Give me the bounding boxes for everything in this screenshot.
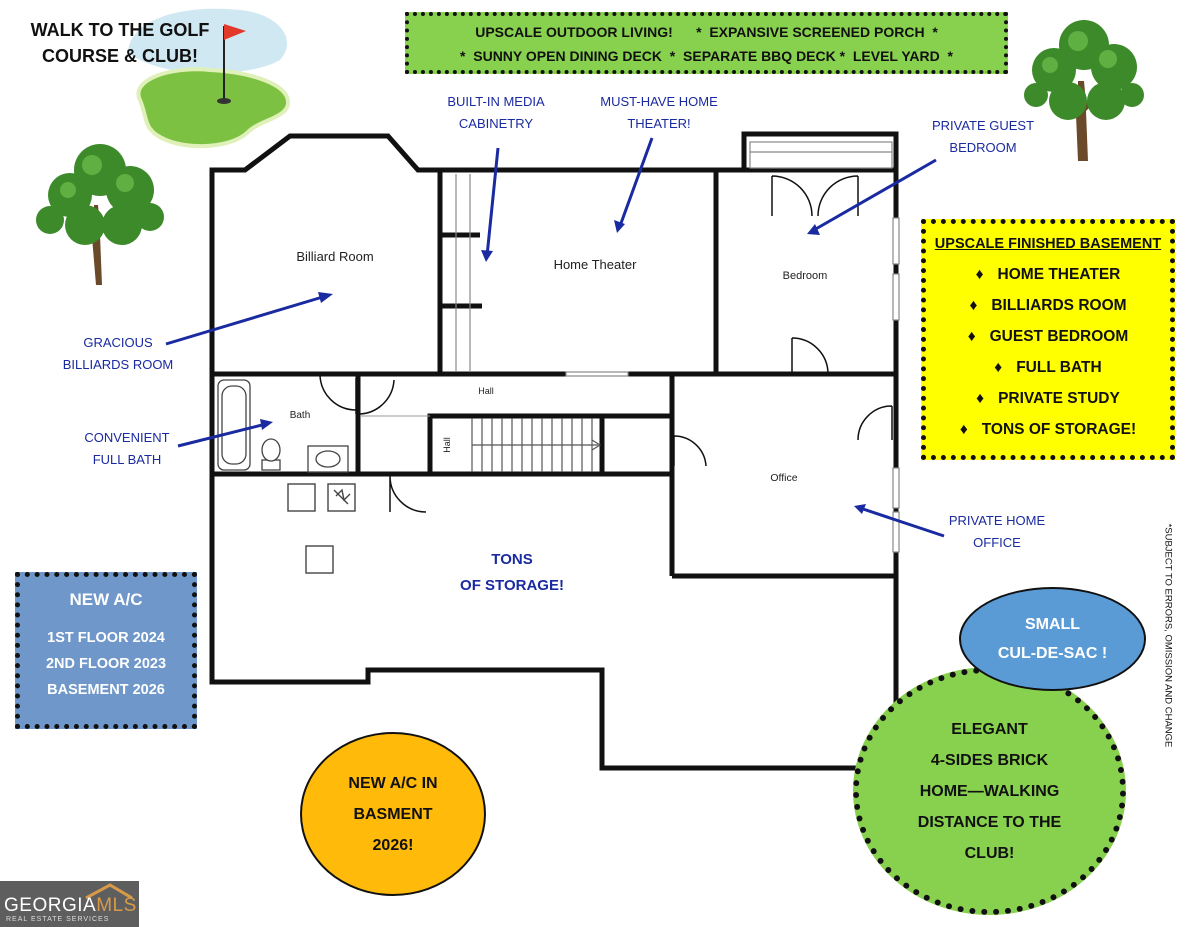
brick-home-line: CLUB! [964,844,1015,862]
callout-billiards-line1: GRACIOUS [83,335,153,350]
new-ac-line: 2ND FLOOR 2023 [45,656,167,672]
callout-home-office-line2: OFFICE [973,535,1021,550]
brick-home-line: DISTANCE TO THE [917,813,1062,831]
basement-features-box: UPSCALE FINISHED BASEMENT ♦ HOME THEATER … [921,219,1175,460]
cul-de-sac-line2: CUL-DE-SAC ! [997,645,1108,662]
callout-billiards: GRACIOUS BILLIARDS ROOM [52,332,184,376]
basement-feature-text: BILLIARDS ROOM [991,297,1127,314]
callout-full-bath-line2: FULL BATH [92,452,162,467]
callout-home-theater: MUST-HAVE HOME THEATER! [586,91,732,135]
new-ac-line: BASEMENT 2026 [47,682,165,698]
room-label-bedroom: Bedroom [782,270,828,282]
callout-guest-bedroom-line2: BEDROOM [949,140,1017,155]
callout-home-theater-line2: THEATER! [627,116,691,131]
golf-caption-line1: WALK TO THE GOLF [30,20,210,40]
basement-feature-text: GUEST BEDROOM [989,328,1129,345]
basement-features-title: UPSCALE FINISHED BASEMENT [934,236,1162,252]
logo-brand-a: GEORGIA [4,895,97,916]
callout-full-bath-line1: CONVENIENT [84,430,170,445]
storage-line1: TONS [491,551,533,568]
brick-home-line: ELEGANT [951,720,1028,738]
outdoor-living-line1: UPSCALE OUTDOOR LIVING! * EXPANSIVE SCRE… [475,24,938,40]
brick-home-line: HOME—WALKING [919,782,1060,800]
callout-media-cabinetry-line2: CABINETRY [458,116,534,131]
storage-line2: OF STORAGE! [460,577,564,594]
bullet-icon: ♦ [969,297,978,314]
callout-guest-bedroom: PRIVATE GUEST BEDROOM [920,115,1046,159]
callout-home-office-line1: PRIVATE HOME [948,513,1046,528]
brick-home-circle: ELEGANT 4-SIDES BRICK HOME—WALKING DISTA… [853,667,1126,915]
bullet-icon: ♦ [975,266,984,283]
callout-billiards-line2: BILLIARDS ROOM [62,357,174,372]
new-ac-lines: 1ST FLOOR 2024 2ND FLOOR 2023 BASEMENT 2… [20,625,192,703]
ac-basement-line2: BASMENT [353,805,433,823]
logo-subtitle: REAL ESTATE SERVICES [6,916,110,923]
callout-media-cabinetry: BUILT-IN MEDIA CABINETRY [428,91,564,135]
room-label-hall-vertical: Hall [442,437,452,453]
room-label-hall: Hall [478,386,494,396]
tree-icon [36,144,164,285]
basement-feature-text: FULL BATH [1016,359,1102,376]
outdoor-living-line2: * SUNNY OPEN DINING DECK * SEPARATE BBQ … [460,48,953,64]
outer-wall [209,131,899,771]
tree-icon [1024,20,1144,161]
room-label-storage: TONS OF STORAGE! [430,547,594,599]
basement-features-list: ♦ HOME THEATER ♦ BILLIARDS ROOM ♦ GUEST BED… [926,259,1170,445]
cul-de-sac-ellipse: SMALL CUL-DE-SAC ! [959,587,1146,691]
ac-basement-line1: NEW A/C IN [348,774,438,792]
basement-feature-item: ♦ TONS OF STORAGE! [926,414,1170,445]
callout-home-office: PRIVATE HOME OFFICE [930,510,1064,554]
basement-feature-item: ♦ PRIVATE STUDY [926,383,1170,414]
georgia-mls-logo: GEORGIAMLS REAL ESTATE SERVICES [0,881,139,927]
bullet-icon: ♦ [994,359,1003,376]
disclaimer-text: *SUBJECT TO ERRORS, OMISSION AND CHANGE [1162,523,1174,748]
callout-home-theater-line1: MUST-HAVE HOME [600,94,718,109]
new-ac-box: NEW A/C 1ST FLOOR 2024 2ND FLOOR 2023 BA… [15,572,197,729]
callout-media-cabinetry-line1: BUILT-IN MEDIA [447,94,545,109]
cul-de-sac-line1: SMALL [1024,616,1081,633]
room-label-theater: Home Theater [553,257,637,272]
room-label-billiard: Billiard Room [296,249,374,264]
golf-caption-line2: COURSE & CLUB! [42,46,198,66]
bullet-icon: ♦ [976,390,985,407]
new-ac-title: NEW A/C [69,590,143,609]
bullet-icon: ♦ [967,328,976,345]
basement-feature-item: ♦ HOME THEATER [926,259,1170,290]
basement-feature-item: ♦ BILLIARDS ROOM [926,290,1170,321]
callout-guest-bedroom-line1: PRIVATE GUEST [931,118,1035,133]
basement-feature-text: PRIVATE STUDY [998,390,1120,407]
basement-feature-item: ♦ GUEST BEDROOM [926,321,1170,352]
basement-feature-text: TONS OF STORAGE! [981,421,1137,438]
ac-basement-ellipse: NEW A/C IN BASMENT 2026! [300,732,486,896]
brick-home-line: 4-SIDES BRICK [930,751,1049,769]
logo-brand-b: MLS [96,895,137,916]
bullet-icon: ♦ [959,421,968,438]
room-label-office: Office [770,472,798,484]
golf-green-icon [128,8,290,149]
golf-caption: WALK TO THE GOLF COURSE & CLUB! [20,17,220,69]
basement-feature-item: ♦ FULL BATH [926,352,1170,383]
new-ac-line: 1ST FLOOR 2024 [47,630,165,646]
ac-basement-line3: 2026! [372,836,414,854]
room-label-bath: Bath [289,410,311,421]
callout-full-bath: CONVENIENT FULL BATH [64,427,190,471]
basement-feature-text: HOME THEATER [997,266,1121,283]
outdoor-living-banner: UPSCALE OUTDOOR LIVING! * EXPANSIVE SCRE… [405,12,1008,74]
logo-wordmark: GEORGIAMLS [4,895,137,917]
roof-icon [85,883,133,899]
